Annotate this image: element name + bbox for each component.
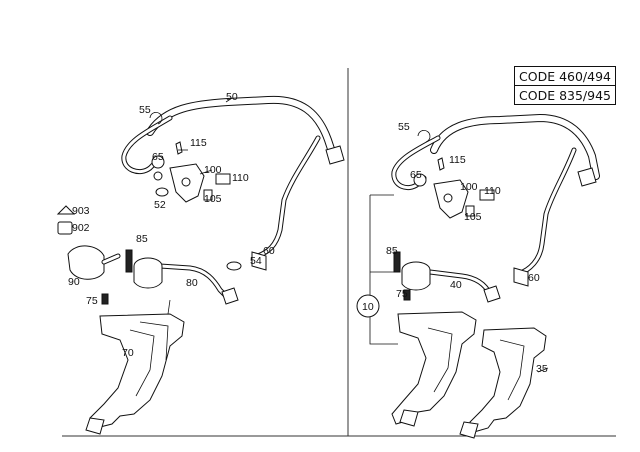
callout-100: 100 — [204, 164, 222, 176]
right-sensor-110[interactable] — [479, 189, 495, 201]
callout-75: 75 — [86, 295, 98, 307]
right-stud-115[interactable] — [437, 157, 445, 171]
cap-903[interactable] — [56, 205, 76, 215]
callout-50: 50 — [226, 91, 238, 103]
engine-mount-35[interactable] — [469, 327, 547, 433]
right-callout-100: 100 — [460, 181, 478, 193]
callout-54: 54 — [250, 255, 262, 267]
callout-85: 85 — [136, 233, 148, 245]
stud-115[interactable] — [175, 141, 183, 155]
connector-902[interactable] — [57, 221, 73, 235]
callout-80: 80 — [186, 277, 198, 289]
bolt-75[interactable] — [101, 293, 109, 305]
callout-52: 52 — [154, 199, 166, 211]
callout-115: 115 — [190, 137, 207, 149]
right-callout-75: 75 — [396, 288, 408, 300]
right-callout-10: 10 — [362, 301, 374, 313]
right-fitting-60[interactable] — [513, 267, 529, 287]
code-box-460-494: CODE 460/494 — [514, 66, 616, 86]
callout-65: 65 — [152, 151, 164, 163]
callout-903: 903 — [72, 205, 90, 217]
right-callout-105: 105 — [464, 211, 482, 223]
left-assembly — [56, 95, 345, 435]
callout-circle-10 — [356, 294, 380, 318]
callout-60: 60 — [263, 245, 275, 257]
callout-110: 110 — [232, 172, 249, 184]
valve-65[interactable] — [151, 155, 165, 169]
right-callout-60: 60 — [528, 272, 540, 284]
code-box-835-945: CODE 835/945 — [514, 85, 616, 105]
hose-80-end — [221, 287, 239, 305]
o-ring-54[interactable] — [226, 261, 242, 271]
right-clip-55[interactable] — [417, 130, 431, 143]
callout-902: 902 — [72, 222, 90, 234]
group-bracket-10 — [369, 194, 400, 345]
right-callout-110: 110 — [484, 185, 501, 197]
right-callout-40: 40 — [450, 279, 462, 291]
callout-70: 70 — [122, 347, 134, 359]
right-callout-85: 85 — [386, 245, 398, 257]
right-callout-55: 55 — [398, 121, 410, 133]
seal-52[interactable] — [155, 187, 169, 197]
bolt-105[interactable] — [203, 189, 213, 201]
clip-55[interactable] — [149, 112, 163, 125]
fitting-60[interactable] — [251, 251, 267, 271]
right-callout-65: 65 — [410, 169, 422, 181]
pump-90[interactable] — [67, 245, 105, 280]
right-callout-115: 115 — [449, 154, 466, 166]
callout-90: 90 — [68, 276, 80, 288]
callout-105: 105 — [204, 193, 222, 205]
hose-50-end-fitting — [325, 145, 345, 165]
right-assembly — [356, 114, 600, 439]
bolt-85[interactable] — [125, 249, 133, 273]
callout-55: 55 — [139, 104, 151, 116]
right-valve-65[interactable] — [413, 173, 427, 187]
sensor-110[interactable] — [215, 173, 231, 185]
right-bolt-105[interactable] — [465, 205, 475, 217]
right-callout-35: 35 — [536, 363, 548, 375]
right-bolt-75[interactable] — [403, 289, 411, 301]
engine-mount-70[interactable] — [89, 313, 185, 429]
right-engine-mount[interactable] — [391, 311, 477, 425]
